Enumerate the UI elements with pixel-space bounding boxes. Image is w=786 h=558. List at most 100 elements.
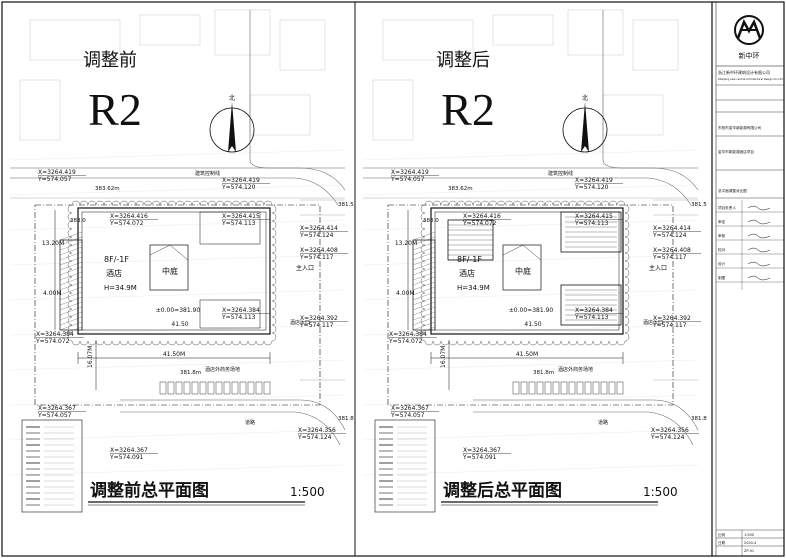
- signature-mark: [747, 247, 771, 253]
- side-dim-vertical: 16.07M: [87, 346, 94, 368]
- courtyard: [502, 244, 542, 291]
- date-value: 2020.4: [744, 541, 757, 545]
- coordinate-y: Y=574.057: [37, 412, 72, 419]
- signature-mark: [747, 205, 771, 211]
- service-block: [560, 284, 622, 326]
- signature-mark: [747, 275, 771, 281]
- signature-row-label: 设计: [718, 261, 726, 266]
- legend: [21, 419, 83, 513]
- side-dim-left: 13.20M: [395, 240, 417, 247]
- legend: [374, 419, 436, 513]
- revision-cloud: [420, 200, 630, 346]
- coordinate-y: Y=574.072: [388, 338, 423, 345]
- top-road-level: 383.0: [423, 218, 439, 224]
- context-buildings: [362, 9, 699, 476]
- outline: [215, 381, 223, 395]
- width-dim: 41.50: [524, 321, 541, 328]
- coordinate-y: Y=574.113: [574, 220, 609, 227]
- width-dim: 41.50: [171, 321, 188, 328]
- coordinate-y: Y=574.072: [109, 220, 144, 227]
- garage-label: 酒店外商务场地: [205, 366, 240, 373]
- coordinate-x: X=3264.416: [463, 213, 501, 220]
- outline: [255, 381, 263, 395]
- signature-row-label: 审核: [718, 233, 726, 238]
- signature-mark: [747, 233, 771, 239]
- floors-label: 8F/-1F: [457, 255, 482, 264]
- height-label: H=34.9M: [104, 284, 137, 292]
- outline: [214, 9, 271, 56]
- coordinate-y: Y=574.057: [37, 176, 72, 183]
- outline: [29, 19, 121, 61]
- coordinate-x: X=3264.419: [222, 177, 260, 184]
- signature-mark: [747, 219, 771, 225]
- outline: [263, 381, 271, 395]
- phase-label: 调整后: [436, 50, 490, 71]
- outline: [492, 14, 554, 46]
- control-line: [34, 204, 321, 406]
- coordinate-x: X=3264.384: [389, 331, 427, 338]
- signature-row-label: 审定: [718, 219, 726, 224]
- coordinate-x: X=3264.408: [300, 247, 338, 254]
- company-name-en: Zhejiang new central Architectural Desig…: [718, 77, 783, 81]
- north-arrow: [562, 102, 608, 153]
- floors-label: 8F/-1F: [104, 255, 129, 264]
- hotel-label: 酒店: [106, 268, 122, 278]
- signature-row-label: 校对: [718, 247, 726, 252]
- outline: [207, 381, 215, 395]
- outline: [552, 381, 560, 395]
- parking-row: [512, 381, 624, 395]
- north-label: 北: [229, 94, 235, 102]
- outline: [584, 381, 592, 395]
- client-name: 东阳市金华新能源有限公司: [718, 125, 762, 130]
- side-dim-left: 13.20M: [42, 240, 64, 247]
- scale-label: 比例: [718, 532, 726, 537]
- coordinate-y: Y=574.124: [652, 232, 687, 239]
- outline: [600, 381, 608, 395]
- top-dim: 383.62m: [95, 186, 120, 192]
- outline: [592, 381, 600, 395]
- outline: [223, 381, 231, 395]
- project-name: 金华市新能源酒店项目: [718, 149, 754, 154]
- outline: [536, 381, 544, 395]
- coordinate-x: X=3264.419: [391, 169, 429, 176]
- coordinate-x: X=3264.415: [222, 213, 260, 220]
- control-line-label: 建筑控制线: [548, 170, 573, 177]
- coordinate-x: X=3264.367: [38, 405, 76, 412]
- elevation-label: ±0.00=381.90: [156, 307, 201, 314]
- coordinate-x: X=3264.414: [300, 225, 338, 232]
- coordinate-y: Y=574.117: [652, 322, 687, 329]
- outline: [199, 381, 207, 395]
- coordinate-y: Y=574.057: [390, 412, 425, 419]
- core-block: [560, 211, 622, 253]
- control-line: [387, 204, 674, 406]
- plot-code: R2: [88, 84, 142, 135]
- coordinate-y: Y=574.113: [221, 220, 256, 227]
- coordinate-x: X=3264.356: [651, 427, 689, 434]
- roads: [363, 10, 699, 446]
- signature-mark: [747, 261, 771, 267]
- side-dim-vertical: 16.07M: [440, 346, 447, 368]
- outline: [159, 381, 167, 395]
- courtyard-label: 中庭: [162, 266, 178, 276]
- coordinate-y: Y=574.117: [652, 254, 687, 261]
- outline: [247, 381, 255, 395]
